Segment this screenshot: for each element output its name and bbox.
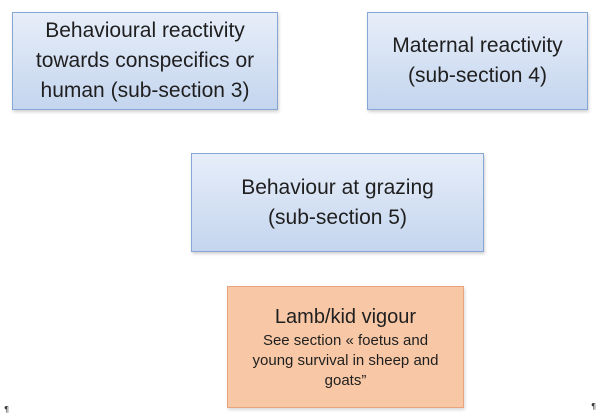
lamb-vigour-line-3: goats”: [324, 372, 367, 389]
maternal-reactivity-line-1: Maternal reactivity: [392, 34, 563, 57]
lamb-vigour-line-1: See section « foetus and: [262, 332, 429, 349]
behavioural-reactivity-line-1: Behavioural reactivity: [45, 19, 245, 42]
pilcrow-left: ¶: [4, 405, 10, 414]
behavioural-reactivity-line-2: towards conspecifics or: [35, 49, 255, 72]
maternal-reactivity-box: Maternal reactivity (sub-section 4): [367, 12, 588, 110]
grazing-line-1: Behaviour at grazing: [241, 175, 434, 199]
behavioural-reactivity-line-3: human (sub-section 3): [40, 79, 250, 102]
pilcrow-right: ¶: [591, 402, 597, 411]
grazing-box: Behaviour at grazing (sub-section 5): [191, 153, 484, 252]
lamb-vigour-box: Lamb/kid vigour See section « foetus and…: [227, 286, 464, 408]
lamb-vigour-line-2: young survival in sheep and: [252, 352, 439, 369]
grazing-line-2: (sub-section 5): [268, 205, 407, 229]
maternal-reactivity-line-2: (sub-section 4): [408, 64, 547, 87]
behavioural-reactivity-box: Behavioural reactivity towards conspecif…: [12, 12, 278, 110]
lamb-vigour-title: Lamb/kid vigour: [274, 306, 417, 328]
